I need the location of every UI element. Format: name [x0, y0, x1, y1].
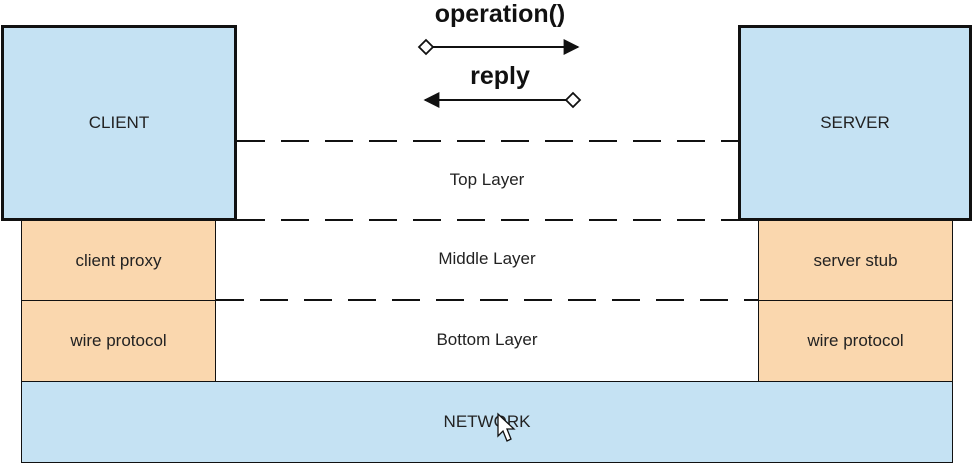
top-layer-label: Top Layer [449, 170, 525, 189]
server-stub-box: server stub [758, 220, 953, 301]
server-wire-protocol-box: wire protocol [758, 300, 953, 382]
middle-layer-label: Middle Layer [438, 249, 536, 268]
bottom-layer-label: Bottom Layer [436, 330, 538, 349]
reply-arrow [423, 91, 582, 109]
operation-arrow [417, 38, 580, 56]
reply-diamond-icon [564, 91, 582, 109]
server-box: SERVER [738, 25, 972, 221]
operation-label: operation() [434, 0, 566, 28]
reply-label: reply [470, 62, 530, 90]
network-box: NETWORK [21, 381, 953, 463]
mouse-cursor-icon [497, 412, 516, 442]
client-box: CLIENT [1, 25, 237, 221]
client-wire-protocol-box: wire protocol [21, 300, 216, 382]
operation-diamond-icon [417, 38, 435, 56]
